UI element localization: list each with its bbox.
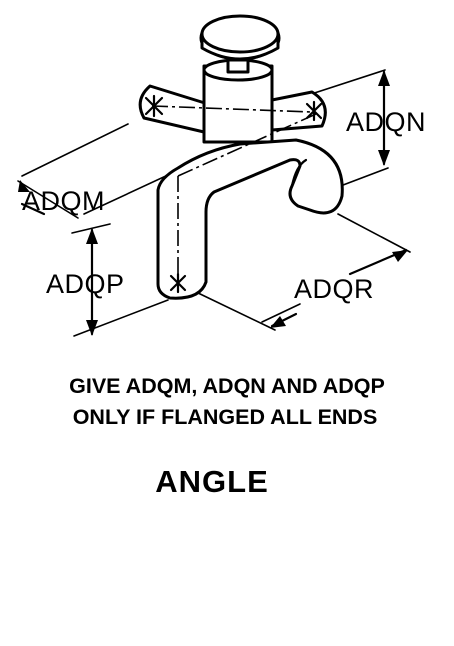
label-adqp: ADQP [46,269,125,299]
center-mark-right [305,100,323,122]
diagram-title: ANGLE [155,464,269,499]
note-line-2: ONLY IF FLANGED ALL ENDS [73,405,378,429]
dimension-arrows [18,70,408,336]
angle-part [138,14,344,300]
u-body [156,138,344,300]
knob-top [200,14,280,54]
label-adqn: ADQN [346,107,426,137]
label-adqm: ADQM [22,186,105,216]
center-mark-left [144,94,164,118]
center-mark-bottom [169,272,187,294]
note-line-1: GIVE ADQM, ADQN AND ADQP [69,374,385,398]
flange-left [138,84,210,134]
label-adqr: ADQR [294,274,374,304]
